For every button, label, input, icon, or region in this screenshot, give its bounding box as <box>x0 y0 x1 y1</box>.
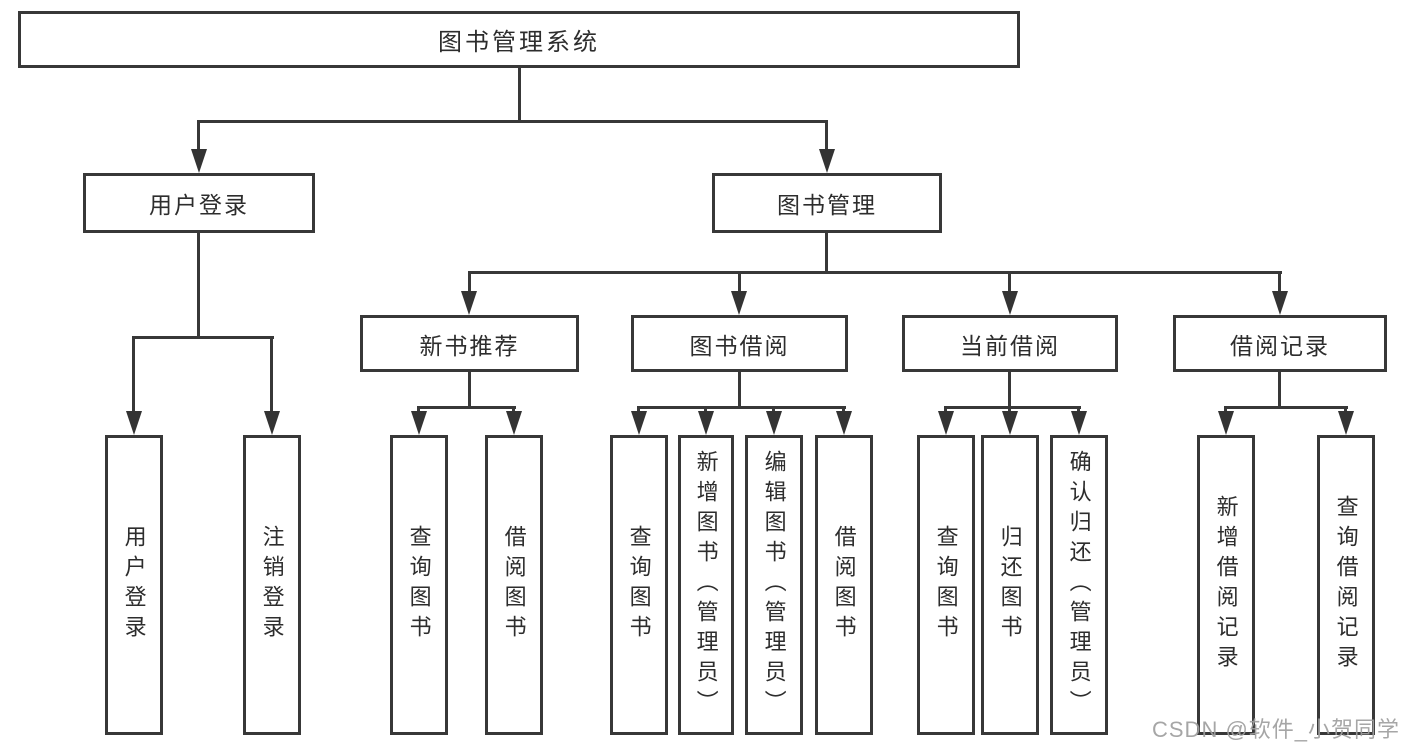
connector-vline <box>738 372 741 408</box>
leaf-label: 查询图书 <box>933 525 959 645</box>
leaf-label: 新增图书（管理员） <box>693 450 719 720</box>
arrow-down-icon <box>731 291 747 315</box>
leaf-label: 查询图书 <box>406 525 432 645</box>
leaf-label: 借阅图书 <box>501 525 527 645</box>
leaf-label: 查询借阅记录 <box>1333 495 1359 675</box>
node-book-management: 图书管理 <box>712 173 942 233</box>
leaf-user-login: 用户登录 <box>105 435 163 735</box>
arrow-down-icon <box>938 411 954 435</box>
connector-vline <box>1008 372 1011 408</box>
arrow-down-icon <box>766 411 782 435</box>
leaf-label: 新增借阅记录 <box>1213 495 1239 675</box>
leaf-label: 查询图书 <box>626 525 652 645</box>
leaf-label: 归还图书 <box>997 525 1023 645</box>
arrow-down-icon <box>264 411 280 435</box>
leaf-query-borrow-record: 查询借阅记录 <box>1317 435 1375 735</box>
leaf-return-books: 归还图书 <box>981 435 1039 735</box>
arrow-down-icon <box>1002 291 1018 315</box>
leaf-label: 注销登录 <box>259 525 285 645</box>
arrow-down-icon <box>1071 411 1087 435</box>
connector-vline <box>1008 271 1011 294</box>
connector-hline <box>197 120 828 123</box>
arrow-down-icon <box>1338 411 1354 435</box>
connector-vline <box>825 120 828 153</box>
connector-hline <box>637 406 846 409</box>
arrow-down-icon <box>126 411 142 435</box>
leaf-borrow-books-recommend: 借阅图书 <box>485 435 543 735</box>
arrow-down-icon <box>1002 411 1018 435</box>
connector-hline <box>133 336 274 339</box>
connector-vline <box>270 336 273 414</box>
leaf-logout-login: 注销登录 <box>243 435 301 735</box>
node-user-login: 用户登录 <box>83 173 315 233</box>
arrow-down-icon <box>1272 291 1288 315</box>
leaf-label: 用户登录 <box>121 525 147 645</box>
leaf-borrow-books: 借阅图书 <box>815 435 873 735</box>
arrow-down-icon <box>819 149 835 173</box>
arrow-down-icon <box>506 411 522 435</box>
csdn-watermark: CSDN @软件_小贺同学 <box>1152 717 1401 742</box>
connector-vline <box>197 233 200 338</box>
leaf-query-books-recommend: 查询图书 <box>390 435 448 735</box>
node-new-book-recommend: 新书推荐 <box>360 315 579 372</box>
leaf-query-books-borrowing: 查询图书 <box>610 435 668 735</box>
arrow-down-icon <box>461 291 477 315</box>
connector-vline <box>825 233 828 273</box>
node-book-borrowing: 图书借阅 <box>631 315 848 372</box>
leaf-query-books-current: 查询图书 <box>917 435 975 735</box>
connector-vline <box>132 336 135 414</box>
leaf-edit-books-admin: 编辑图书（管理员） <box>745 435 803 735</box>
connector-vline <box>1278 271 1281 294</box>
node-library-management-system: 图书管理系统 <box>18 11 1020 68</box>
arrow-down-icon <box>1218 411 1234 435</box>
leaf-label: 借阅图书 <box>831 525 857 645</box>
connector-hline <box>468 271 1282 274</box>
leaf-add-borrow-record: 新增借阅记录 <box>1197 435 1255 735</box>
leaf-label: 编辑图书（管理员） <box>761 450 787 720</box>
arrow-down-icon <box>411 411 427 435</box>
connector-hline <box>1224 406 1348 409</box>
connector-vline <box>738 271 741 294</box>
leaf-confirm-return-admin: 确认归还（管理员） <box>1050 435 1108 735</box>
arrow-down-icon <box>191 149 207 173</box>
arrow-down-icon <box>631 411 647 435</box>
arrow-down-icon <box>836 411 852 435</box>
node-current-borrowing: 当前借阅 <box>902 315 1118 372</box>
connector-vline <box>518 68 521 122</box>
connector-vline <box>197 120 200 153</box>
leaf-label: 确认归还（管理员） <box>1066 450 1092 720</box>
connector-vline <box>468 372 471 408</box>
connector-vline <box>468 271 471 294</box>
arrow-down-icon <box>698 411 714 435</box>
connector-hline <box>944 406 1081 409</box>
node-borrowing-records: 借阅记录 <box>1173 315 1387 372</box>
leaf-add-books-admin: 新增图书（管理员） <box>678 435 734 735</box>
connector-vline <box>1278 372 1281 408</box>
connector-hline <box>417 406 516 409</box>
